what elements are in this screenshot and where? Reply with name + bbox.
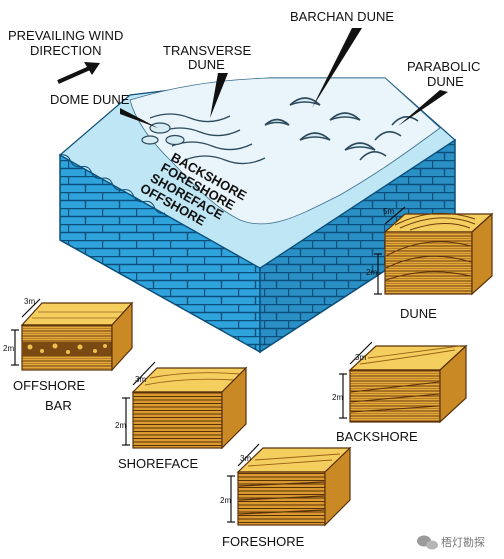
offshore-top-dim: 3m: [24, 297, 35, 306]
coastal-block-diagram: BACKSHORE FORESHORE SHOREFACE OFFSHORE: [58, 77, 456, 354]
label-transverse-line2: DUNE: [188, 57, 225, 72]
backshore-side-dim: 2m: [332, 393, 343, 402]
block-foreshore: 2m 3m: [220, 443, 352, 527]
transverse-pointer: [210, 73, 228, 118]
label-offshore-line2: BAR: [45, 398, 72, 413]
watermark-text: 梧灯勘探: [441, 535, 485, 549]
wind-arrow-icon: [57, 62, 100, 84]
parabolic-dunes: [359, 116, 419, 161]
label-transverse-line1: TRANSVERSE: [163, 43, 251, 58]
parabolic-pointer: [398, 90, 448, 126]
watermark: 梧灯勘探: [417, 535, 485, 550]
label-parabolic-line2: DUNE: [427, 74, 464, 89]
label-offshore-line1: OFFSHORE: [13, 378, 86, 393]
block-dune: 2m 5m: [366, 206, 494, 296]
backshore-top-dim: 3m: [355, 353, 366, 362]
label-barchan-dune: BARCHAN DUNE: [290, 9, 394, 24]
label-dune-block: DUNE: [400, 306, 437, 321]
wave-edge-front: [59, 154, 166, 214]
wind-label-line2: DIRECTION: [30, 43, 102, 58]
block-shoreface: 2m 3m: [115, 361, 248, 450]
label-foreshore-block: FORESHORE: [222, 534, 305, 549]
shoreface-side-dim: 2m: [115, 421, 126, 430]
label-shoreface-block: SHOREFACE: [118, 456, 199, 471]
foreshore-top-dim: 3m: [240, 454, 251, 463]
wechat-icon: [417, 535, 438, 550]
dune-side-dim: 2m: [366, 268, 377, 277]
shoreface-top-dim: 3m: [135, 375, 146, 384]
block-backshore: 2m 3m: [332, 341, 468, 424]
label-parabolic-line1: PARABOLIC: [407, 59, 480, 74]
dome-pointer: [120, 108, 158, 128]
foreshore-side-dim: 2m: [220, 496, 231, 505]
label-dome-dune: DOME DUNE: [50, 92, 130, 107]
block-offshore-bar: 2m 3m: [3, 297, 134, 372]
dune-field: [129, 77, 441, 225]
label-backshore-block: BACKSHORE: [336, 429, 418, 444]
wind-label-line1: PREVAILING WIND: [8, 28, 123, 43]
offshore-side-dim: 2m: [3, 344, 14, 353]
barchan-pointer: [312, 28, 362, 108]
barchan-dunes: [264, 97, 376, 151]
dome-dunes: [141, 122, 185, 146]
dune-top-dim: 5m: [383, 207, 394, 216]
transverse-ridges: [149, 113, 266, 165]
